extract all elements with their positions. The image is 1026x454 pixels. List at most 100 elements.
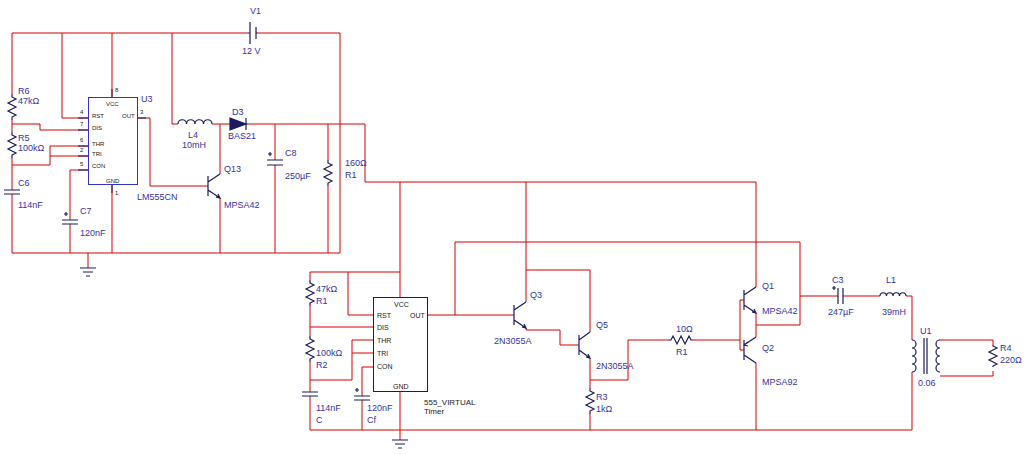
transistor-symbol: [579, 332, 590, 358]
wire: [12, 33, 756, 287]
pin-name: THR: [377, 337, 391, 345]
resistor-symbol: [306, 280, 314, 306]
component-label: R5: [18, 133, 30, 143]
inductor-symbol: [178, 120, 212, 124]
pin-number: 2: [80, 147, 83, 154]
capacitor-symbol: [4, 190, 20, 194]
diode-symbol: [230, 118, 246, 130]
wire: [310, 182, 993, 440]
resistor-symbol: [8, 132, 16, 158]
battery-symbol: [248, 22, 258, 44]
component-label: U1: [920, 326, 932, 336]
inductor-symbol: [880, 293, 906, 296]
component-label: C8: [285, 148, 297, 158]
resistor-symbol: [306, 336, 314, 362]
pin-number: 8: [115, 87, 118, 94]
pin-number: 4: [80, 109, 83, 116]
component-label: 100kΩ: [316, 348, 342, 358]
component-label: R4: [1000, 343, 1012, 353]
capacitor-symbol: [62, 212, 78, 224]
pin-name: RST: [92, 113, 104, 120]
component-label: C6: [18, 178, 30, 188]
capacitor-symbol: [302, 392, 318, 396]
component-label: 120nF: [80, 228, 106, 238]
component-label: C3: [832, 275, 844, 285]
component-label: 47kΩ: [316, 284, 337, 294]
resistor-symbol: [586, 388, 594, 414]
pin-name: U3: [141, 95, 153, 105]
ground-symbol: [80, 268, 96, 276]
pin-number: 1: [115, 190, 118, 197]
component-label: MPSA42: [762, 306, 798, 316]
voltage-value: 12 V: [242, 46, 261, 56]
pin-number: 6: [80, 137, 83, 144]
component-label: MPSA92: [762, 377, 798, 387]
ic-chip-box: VCCRSTDISTHRTRICONOUTGND555_VIRTUAL Time…: [373, 297, 428, 392]
component-label: MPSA42: [224, 200, 260, 210]
transistor-symbol: [744, 337, 756, 363]
component-label: R2: [316, 360, 328, 370]
transistor-symbol: [514, 302, 526, 328]
pin-name: OUT: [410, 312, 425, 320]
component-label: 160Ω: [345, 158, 367, 168]
component-label: 2N3055A: [494, 336, 532, 346]
pin-name: OUT: [122, 113, 135, 120]
pin-name: CON: [92, 163, 105, 170]
component-label: 1kΩ: [596, 404, 612, 414]
component-label: Q13: [224, 164, 241, 174]
ground-symbol: [392, 440, 408, 448]
pin-number: 5: [80, 161, 83, 168]
component-label: R3: [596, 392, 608, 402]
wires: [12, 33, 993, 440]
resistor-symbol: [8, 94, 16, 120]
pin-name: RST: [377, 312, 391, 320]
component-label: 114nF: [316, 403, 341, 413]
component-label: 120nF: [367, 403, 393, 413]
resistor-symbol: [324, 160, 332, 186]
transistor-symbol: [744, 287, 756, 313]
pin-name: THR: [92, 141, 104, 148]
component-symbols: [4, 22, 997, 448]
component-label: 2N3055A: [596, 361, 634, 371]
capacitor-symbol: [267, 152, 283, 165]
component-label: L1: [886, 275, 896, 285]
capacitor-symbol: [832, 286, 843, 304]
transformer-symbol: [912, 338, 940, 374]
pin-number: 7: [80, 121, 83, 128]
component-label: BAS21: [228, 131, 256, 141]
component-label: Q2: [762, 343, 774, 353]
pin-name: CON: [377, 363, 393, 371]
pin-name: TRI: [92, 151, 102, 158]
component-label: R1: [345, 170, 357, 180]
component-label: C: [316, 415, 323, 425]
pin-name: GND: [393, 383, 409, 391]
component-label: L4: [188, 130, 198, 140]
component-label: Cf: [367, 415, 376, 425]
component-label: 47kΩ: [18, 96, 39, 106]
component-label: Q5: [596, 320, 608, 330]
resistor-symbol: [668, 336, 694, 344]
component-label: C7: [80, 206, 92, 216]
pin-name: VCC: [394, 301, 409, 309]
pin-name: VCC: [106, 101, 119, 108]
component-label: 0.06: [918, 378, 936, 388]
component-label: Q3: [530, 290, 542, 300]
pin-name: DIS: [377, 324, 389, 332]
component-label: R1: [316, 296, 328, 306]
source-name: V1: [250, 6, 261, 16]
pin-stubs: [78, 89, 146, 193]
component-label: Q1: [762, 281, 774, 291]
component-label: 10mH: [182, 140, 206, 150]
component-label: R1: [676, 347, 688, 357]
component-label: 39mH: [882, 307, 906, 317]
capacitor-symbol: [354, 388, 370, 400]
ic-chip-box: U3VCCRSTOUTDISTHRTRICONGNDLM555CN: [88, 97, 138, 185]
component-label: 250µF: [285, 171, 311, 181]
pin-name: TRI: [377, 350, 388, 358]
component-label: 220Ω: [1000, 355, 1022, 365]
component-label: 100kΩ: [18, 143, 44, 153]
transistor-symbol: [208, 174, 220, 198]
resistor-symbol: [989, 345, 997, 367]
